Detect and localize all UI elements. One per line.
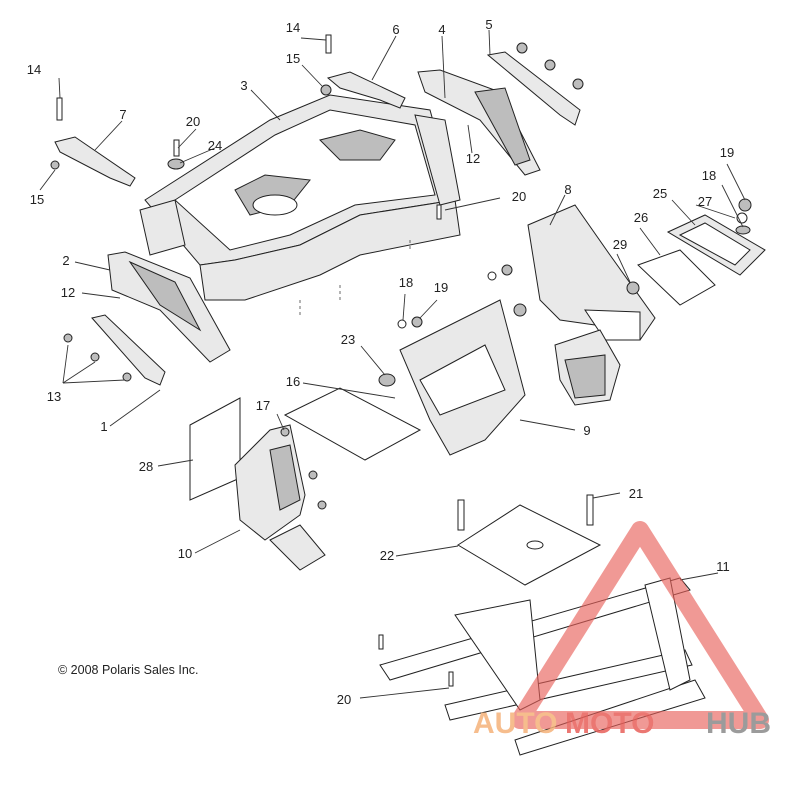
- part-side-panel-4: [417, 69, 541, 176]
- watermark-logo: AUTO MOTO HUB: [473, 521, 771, 740]
- callout-19b: 19: [720, 145, 734, 160]
- callout-29: 29: [613, 237, 627, 252]
- callout-1: 1: [100, 419, 107, 434]
- hardware-13-14-15-20: [50, 34, 454, 687]
- callout-28: 28: [139, 459, 153, 474]
- callout-16: 16: [286, 374, 300, 389]
- callout-17: 17: [256, 398, 270, 413]
- part-side-bin-10: [234, 424, 326, 571]
- callout-8: 8: [564, 182, 571, 197]
- callout-21: 21: [629, 486, 643, 501]
- leader-lines: [39, 29, 746, 699]
- callout-20c: 20: [337, 692, 351, 707]
- watermark-auto: AUTO: [473, 707, 557, 740]
- part-rail-7: [54, 136, 136, 187]
- callout-labels: 1 2 3 4 5 6 7 8 9 10 11 12 12 13 14 14 1…: [27, 17, 734, 707]
- part-plate-22: [457, 504, 602, 586]
- part-rail-6: [326, 71, 406, 109]
- part-cargo-box: [139, 94, 461, 315]
- callout-13: 13: [47, 389, 61, 404]
- part-side-panel-2: [107, 251, 231, 363]
- callout-24: 24: [208, 138, 222, 153]
- callout-3: 3: [240, 78, 247, 93]
- watermark-moto: MOTO: [565, 707, 654, 740]
- callout-20a: 20: [186, 114, 200, 129]
- callout-14a: 14: [27, 62, 41, 77]
- part-gasket-26: [637, 249, 716, 306]
- part-rail-1: [91, 314, 166, 386]
- callout-14b: 14: [286, 20, 300, 35]
- bolts-21: [457, 494, 594, 531]
- callout-25: 25: [653, 186, 667, 201]
- part-mat-28: [189, 397, 241, 501]
- part-mat-16: [283, 387, 422, 461]
- callout-11: 11: [716, 559, 730, 574]
- callout-15b: 15: [286, 51, 300, 66]
- callout-9: 9: [583, 423, 590, 438]
- callout-23: 23: [341, 332, 355, 347]
- push-rivets: [516, 42, 584, 90]
- callout-7: 7: [119, 107, 126, 122]
- part-rail-5: [486, 51, 581, 126]
- callout-20b: 20: [512, 189, 526, 204]
- callout-10: 10: [178, 546, 192, 561]
- callout-26: 26: [634, 210, 648, 225]
- part-fasteners-18-19: [397, 264, 527, 329]
- callout-15a: 15: [30, 192, 44, 207]
- callout-27: 27: [698, 194, 712, 209]
- watermark-hub: HUB: [706, 707, 771, 740]
- part-storage-bin-8: [527, 204, 656, 406]
- callout-19a: 19: [434, 280, 448, 295]
- fasteners-17: [280, 427, 327, 510]
- part-bulkhead-9: [399, 299, 526, 456]
- part-lid-25: [666, 214, 766, 276]
- callout-18a: 18: [399, 275, 413, 290]
- callout-12a: 12: [61, 285, 75, 300]
- callout-4: 4: [438, 22, 445, 37]
- callout-12b: 12: [466, 151, 480, 166]
- callout-6: 6: [392, 22, 399, 37]
- copyright-text: © 2008 Polaris Sales Inc.: [58, 663, 199, 677]
- callout-22: 22: [380, 548, 394, 563]
- callout-18b: 18: [702, 168, 716, 183]
- part-grommet-23: [378, 373, 396, 387]
- callout-5: 5: [485, 17, 492, 32]
- callout-2: 2: [62, 253, 69, 268]
